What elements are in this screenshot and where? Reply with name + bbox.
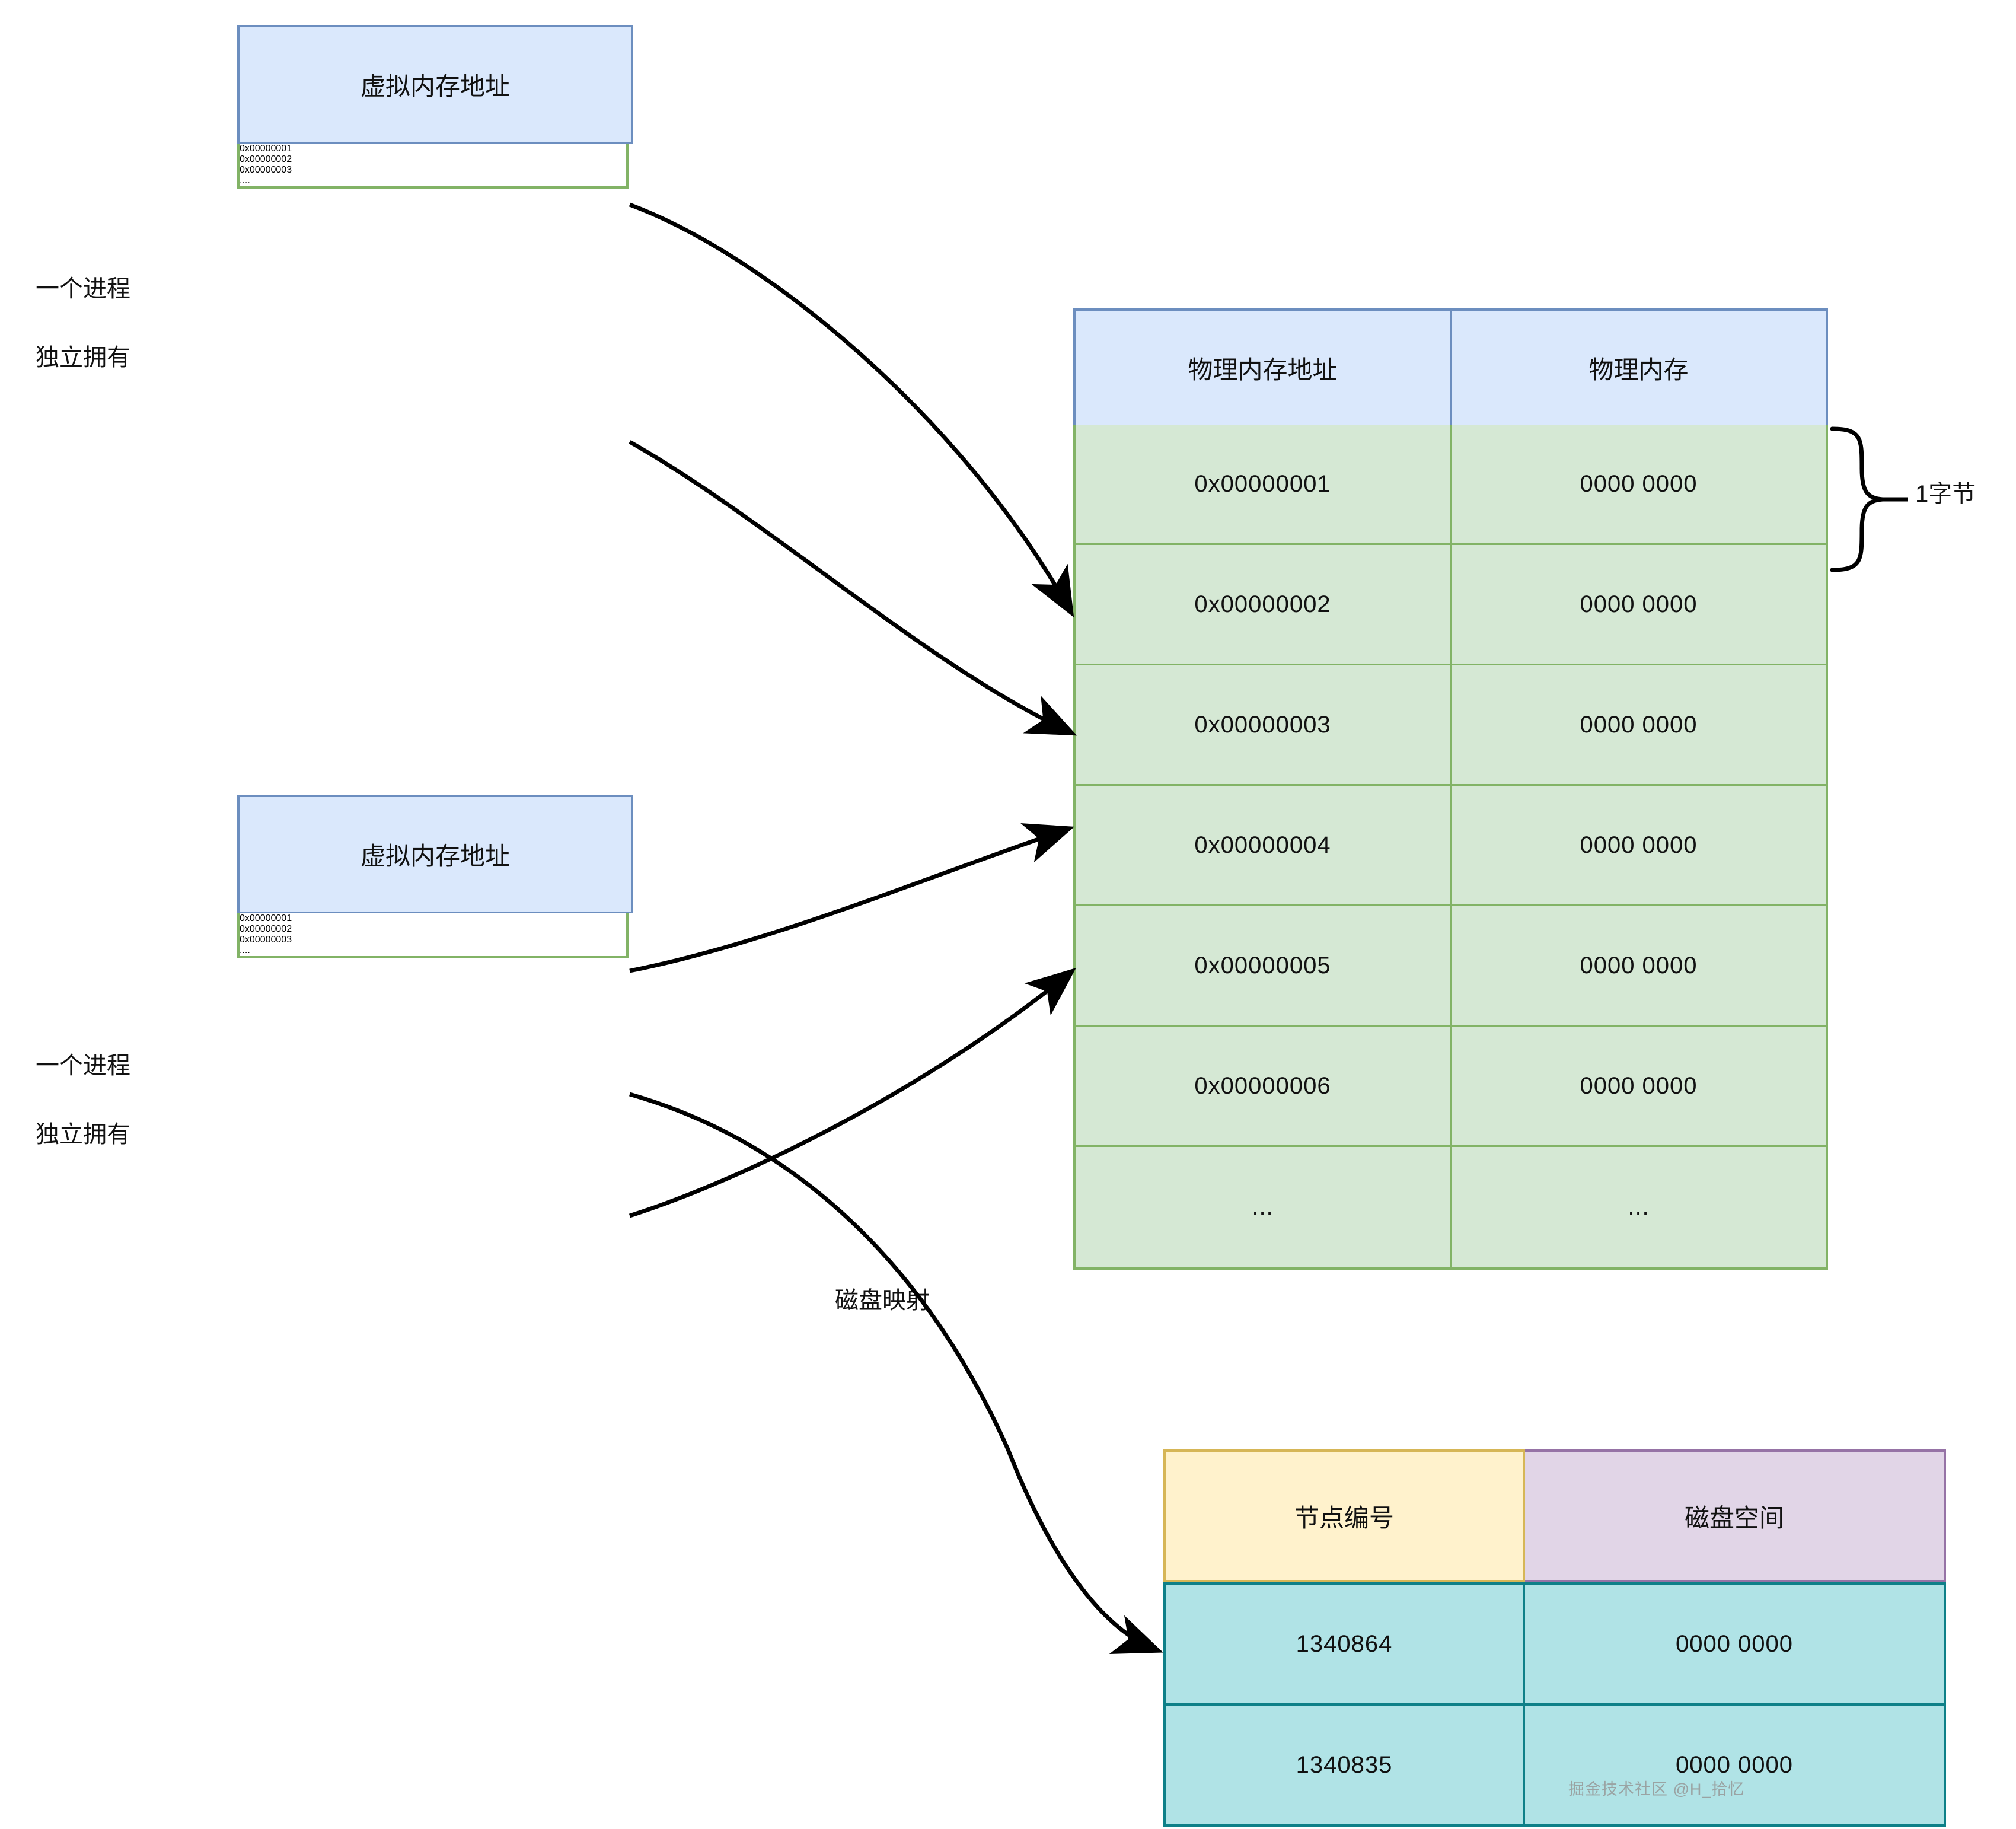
virtual-memory-block-1-header: 虚拟内存地址 <box>240 27 631 144</box>
process-label-1: 一个进程 独立拥有 <box>36 237 130 409</box>
physical-memory-cell-address: 0x00000004 <box>1076 786 1452 904</box>
physical-memory-table: 物理内存地址 物理内存 <box>1073 308 1828 427</box>
physical-memory-cell-address: ... <box>1076 1147 1452 1267</box>
byte-brace-label: 1字节 <box>1915 481 1976 507</box>
process-label-1-line2: 独立拥有 <box>36 345 130 371</box>
disk-header-space: 磁盘空间 <box>1525 1449 1946 1582</box>
arrow-vm1-addr3-to-physical <box>629 439 1077 736</box>
physical-memory-cell-address: 0x00000001 <box>1076 425 1452 543</box>
physical-memory-header-value: 物理内存 <box>1588 356 1689 384</box>
byte-brace-icon <box>1830 426 1883 572</box>
physical-memory-cell-value: 0000 0000 <box>1580 831 1698 858</box>
physical-memory-cell-address: 0x00000002 <box>1076 545 1452 664</box>
physical-memory-cell-address: 0x00000005 <box>1076 906 1452 1025</box>
physical-memory-row[interactable]: ... ... <box>1076 1147 1826 1267</box>
virtual-memory-block-1: 虚拟内存地址 0x00000001 0x00000002 0x00000003 … <box>237 25 633 189</box>
disk-table-body: 1340864 0000 0000 1340835 0000 0000 <box>1163 1582 1946 1827</box>
virtual-memory-row[interactable]: 0x00000002 <box>240 924 292 934</box>
virtual-memory-row[interactable]: 0x00000002 <box>240 154 292 164</box>
physical-memory-cell-value: 0000 0000 <box>1580 952 1698 979</box>
disk-cell-node: 1340835 <box>1166 1706 1525 1824</box>
disk-header-node: 节点编号 <box>1163 1449 1525 1582</box>
disk-cell-space: 0000 0000 <box>1675 1751 1794 1778</box>
arrow-vm2-addr1-to-physical <box>629 823 1074 973</box>
arrow-vm1-addr1-to-physical <box>629 202 1074 617</box>
virtual-memory-block-2-rows: 0x00000001 0x00000002 0x00000003 .... <box>237 913 629 958</box>
physical-memory-cell-address: 0x00000003 <box>1076 665 1452 784</box>
physical-memory-cell-value: 0000 0000 <box>1580 1072 1698 1099</box>
disk-table: 节点编号 磁盘空间 1340864 0000 0000 1340835 0000… <box>1163 1449 1946 1827</box>
disk-cell-space: 0000 0000 <box>1675 1630 1794 1657</box>
physical-memory-cell-value: 0000 0000 <box>1580 470 1698 497</box>
disk-mapping-label: 磁盘映射 <box>835 1288 930 1314</box>
arrow-vm2-addr3-to-physical <box>629 968 1076 1218</box>
process-label-2: 一个进程 独立拥有 <box>36 1014 130 1186</box>
virtual-memory-block-2-header: 虚拟内存地址 <box>240 797 631 913</box>
disk-cell-node: 1340864 <box>1166 1585 1525 1703</box>
virtual-memory-row[interactable]: 0x00000003 <box>240 935 292 945</box>
virtual-memory-row[interactable]: .... <box>240 945 250 955</box>
physical-memory-row[interactable]: 0x00000002 0000 0000 <box>1076 545 1826 665</box>
physical-memory-row[interactable]: 0x00000001 0000 0000 <box>1076 425 1826 545</box>
virtual-memory-block-1-rows: 0x00000001 0x00000002 0x00000003 .... <box>237 144 629 189</box>
disk-table-row[interactable]: 1340835 0000 0000 <box>1166 1703 1944 1824</box>
physical-memory-cell-value: 0000 0000 <box>1580 711 1698 738</box>
physical-memory-row[interactable]: 0x00000005 0000 0000 <box>1076 906 1826 1027</box>
process-label-2-line2: 独立拥有 <box>36 1121 130 1148</box>
process-label-2-line1: 一个进程 <box>36 1053 130 1079</box>
virtual-memory-row[interactable]: 0x00000003 <box>240 165 292 175</box>
watermark: 掘金技术社区 @H_拾忆 <box>1568 1780 1745 1798</box>
physical-memory-row[interactable]: 0x00000003 0000 0000 <box>1076 665 1826 786</box>
virtual-memory-block-2: 虚拟内存地址 0x00000001 0x00000002 0x00000003 … <box>237 795 633 958</box>
physical-memory-row[interactable]: 0x00000006 0000 0000 <box>1076 1027 1826 1147</box>
physical-memory-table-header: 物理内存地址 物理内存 <box>1076 311 1826 427</box>
physical-memory-row[interactable]: 0x00000004 0000 0000 <box>1076 786 1826 906</box>
virtual-memory-row[interactable]: 0x00000001 <box>240 913 292 923</box>
disk-table-header: 节点编号 磁盘空间 <box>1163 1449 1946 1582</box>
physical-memory-cell-address: 0x00000006 <box>1076 1027 1452 1145</box>
physical-memory-header-address: 物理内存地址 <box>1076 311 1452 425</box>
physical-memory-cell-value: ... <box>1628 1194 1650 1220</box>
disk-table-row[interactable]: 1340864 0000 0000 <box>1166 1582 1944 1703</box>
physical-memory-cell-value: 0000 0000 <box>1580 591 1698 617</box>
physical-memory-table-body: 0x00000001 0000 0000 0x00000002 0000 000… <box>1073 425 1828 1270</box>
virtual-memory-row[interactable]: .... <box>240 176 250 186</box>
virtual-memory-row[interactable]: 0x00000001 <box>240 144 292 154</box>
process-label-1-line1: 一个进程 <box>36 276 130 302</box>
